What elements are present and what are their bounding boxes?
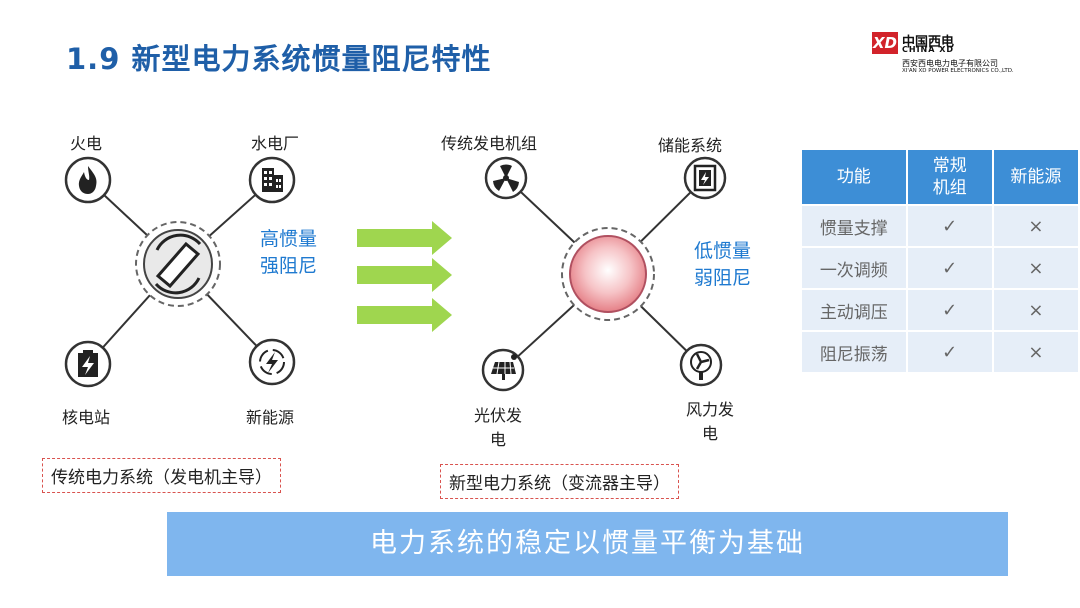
right-property: 低惯量 弱阻尼: [694, 238, 751, 292]
table-row: 一次调频 ✓ ×: [802, 248, 1078, 288]
table-header-row: 功能 常规 机组 新能源: [802, 150, 1078, 204]
left-hub: [135, 221, 221, 307]
renewable-cross: ×: [993, 248, 1078, 288]
table-row: 惯量支撑 ✓ ×: [802, 206, 1078, 246]
lightning-circle-icon: [248, 338, 296, 386]
page-title: 1.9 新型电力系统惯量阻尼特性: [66, 42, 492, 76]
node-label-wind: 风力发 电: [686, 398, 734, 446]
conventional-check: ✓: [907, 206, 992, 246]
conventional-check: ✓: [907, 332, 992, 372]
node-label-wind-line1: 风力发: [686, 400, 735, 419]
node-label-conventional-gen: 传统发电机组: [441, 134, 538, 153]
solar-panel-icon: [481, 348, 525, 392]
table-row: 阻尼振荡 ✓ ×: [802, 332, 1078, 372]
storage-icon: [683, 156, 727, 200]
row-function-name: 主动调压: [802, 290, 906, 330]
row-function-name: 阻尼振荡: [802, 332, 906, 372]
node-label-solar-line2: 电: [490, 430, 507, 449]
header-function: 功能: [802, 150, 906, 204]
wind-turbine-icon: [679, 343, 723, 387]
left-property-inertia: 高惯量: [260, 228, 318, 250]
left-property: 高惯量 强阻尼: [260, 226, 317, 280]
xd-logo-mark: XD: [872, 32, 898, 54]
logo-company-en: XI'AN XD POWER ELECTRONICS CO.,LTD.: [902, 68, 1014, 74]
building-icon: [248, 156, 296, 204]
conventional-check: ✓: [907, 290, 992, 330]
left-caption: 传统电力系统（发电机主导）: [42, 458, 281, 493]
node-label-solar-line1: 光伏发: [474, 406, 523, 425]
node-label-renewable: 新能源: [246, 408, 295, 427]
function-comparison-table: 功能 常规 机组 新能源 惯量支撑 ✓ × 一次调频 ✓ × 主动调压 ✓ × …: [800, 148, 1080, 374]
transition-arrows: [357, 221, 452, 332]
header-conventional: 常规 机组: [907, 150, 992, 204]
left-property-damping: 强阻尼: [260, 255, 318, 277]
node-label-nuclear: 核电站: [62, 408, 111, 427]
renewable-cross: ×: [993, 290, 1078, 330]
right-property-inertia: 低惯量: [694, 240, 752, 262]
renewable-cross: ×: [993, 332, 1078, 372]
logo-cn-name: 中国西电: [902, 35, 955, 50]
right-property-damping: 弱阻尼: [694, 267, 752, 289]
battery-bolt-icon: [64, 340, 112, 388]
renewable-cross: ×: [993, 206, 1078, 246]
flame-icon: [64, 156, 112, 204]
header-renewable: 新能源: [993, 150, 1078, 204]
node-label-solar: 光伏发 电: [474, 404, 522, 452]
node-label-thermal: 火电: [70, 134, 103, 153]
table-row: 主动调压 ✓ ×: [802, 290, 1078, 330]
rotor-icon: [154, 233, 202, 295]
node-label-hydro: 水电厂: [251, 134, 300, 153]
row-function-name: 惯量支撑: [802, 206, 906, 246]
logo-company-name: 西安西电电力电子有限公司: [902, 59, 998, 68]
row-function-name: 一次调频: [802, 248, 906, 288]
conventional-check: ✓: [907, 248, 992, 288]
node-label-wind-line2: 电: [702, 424, 719, 443]
node-label-storage: 储能系统: [658, 136, 723, 155]
right-hub: [561, 227, 655, 321]
right-caption: 新型电力系统（变流器主导）: [440, 464, 679, 499]
turbine-icon: [484, 156, 528, 200]
company-logo: XD 中国西电 CHINA XD 西安西电电力电子有限公司 XI'AN XD P…: [872, 32, 1032, 78]
logo-en-name: CHINA XD: [902, 45, 955, 54]
summary-banner: 电力系统的稳定以惯量平衡为基础: [167, 512, 1008, 576]
